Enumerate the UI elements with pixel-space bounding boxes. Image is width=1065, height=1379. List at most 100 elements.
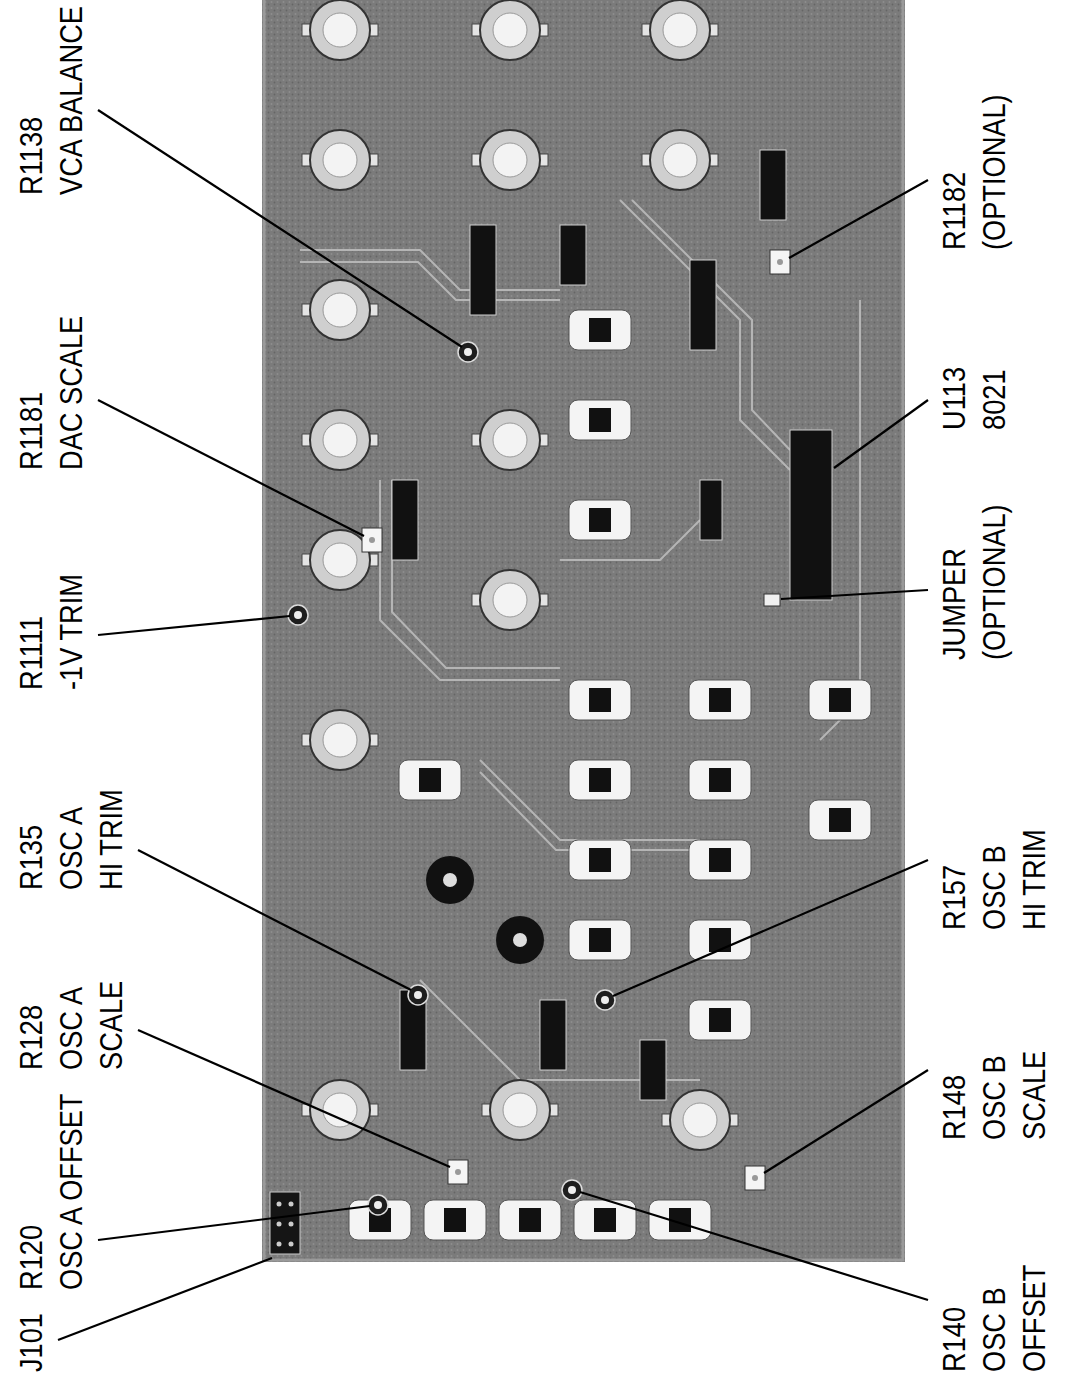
header-connector <box>289 1242 294 1247</box>
callout-label: R120 <box>12 1225 50 1290</box>
header-connector <box>289 1222 294 1227</box>
callout-label: OSC B <box>975 845 1013 930</box>
integrated-circuit <box>700 480 722 540</box>
leader-line <box>58 1258 272 1340</box>
copper-traces <box>392 480 560 668</box>
black-ring <box>426 856 544 964</box>
potentiometer <box>472 130 548 190</box>
trimmer <box>595 990 615 1010</box>
integrated-circuit <box>790 430 832 600</box>
callout-label: SCALE <box>1015 1051 1053 1140</box>
slide-switch <box>569 500 631 540</box>
circuit-board <box>262 0 905 1262</box>
circuit-board <box>262 0 905 1262</box>
callout-label: R1182 <box>935 172 973 250</box>
leader-line <box>580 1192 928 1300</box>
potentiometer <box>302 410 378 470</box>
trimmer <box>448 1160 468 1184</box>
leader-line <box>789 180 928 258</box>
header-connector <box>277 1222 282 1227</box>
trimmer <box>362 528 382 552</box>
slide-switch <box>809 800 871 840</box>
copper-traces <box>620 200 790 470</box>
slide-switch <box>809 680 871 720</box>
callout-label: U113 <box>935 367 973 430</box>
callout-label: HI TRIM <box>92 789 130 890</box>
trimmer <box>408 985 428 1005</box>
integrated-circuit <box>560 225 586 285</box>
potentiometer <box>472 570 548 630</box>
potentiometer <box>302 710 378 770</box>
trimmer <box>288 605 308 625</box>
trimmer <box>764 594 780 606</box>
potentiometer <box>482 1080 558 1140</box>
integrated-circuit <box>470 225 496 315</box>
callout-label: VCA BALANCE <box>52 6 90 195</box>
potentiometer <box>302 130 378 190</box>
potentiometer <box>302 0 738 1150</box>
callout-label: R1181 <box>12 392 50 470</box>
copper-traces <box>380 480 560 680</box>
callout-label: OSC B <box>975 1055 1013 1140</box>
integrated-circuit <box>690 260 716 350</box>
callout-label: R1111 <box>12 616 50 690</box>
potentiometer <box>642 130 718 190</box>
copper-traces <box>632 200 790 450</box>
callout-label: (OPTIONAL) <box>975 504 1013 660</box>
potentiometer <box>662 1090 738 1150</box>
leader-line <box>98 110 462 347</box>
potentiometer <box>472 0 548 60</box>
callout-label: SCALE <box>92 981 130 1070</box>
slide-switch <box>569 840 631 880</box>
slide-switch <box>689 1000 751 1040</box>
callout-label: OSC B <box>975 1287 1013 1372</box>
header-connector <box>289 1202 294 1207</box>
slide-switch <box>689 680 751 720</box>
leader-line <box>613 860 928 996</box>
header-connector <box>277 1242 282 1247</box>
leader-line <box>98 1206 370 1240</box>
potentiometer <box>472 410 548 470</box>
callout-label: HI TRIM <box>1015 829 1053 930</box>
circuit-board <box>264 0 903 1260</box>
callout-label: R148 <box>935 1075 973 1140</box>
integrated-circuit <box>640 1040 666 1100</box>
potentiometer <box>642 0 718 60</box>
integrated-circuit <box>760 150 786 220</box>
callout-label: J101 <box>12 1313 50 1372</box>
leader-line <box>834 400 928 468</box>
integrated-circuit <box>392 150 832 1100</box>
callout-label: R1138 <box>12 117 50 195</box>
trimmer <box>562 1180 582 1200</box>
slide-switch <box>649 1200 711 1240</box>
trimmer <box>770 250 790 274</box>
callout-label: DAC SCALE <box>52 316 90 470</box>
header-connector <box>270 1192 300 1254</box>
callout-label: R140 <box>935 1307 973 1372</box>
callout-label: OSC A <box>52 807 90 890</box>
leader-line <box>58 110 928 1340</box>
leader-line <box>98 400 364 536</box>
trimmer <box>458 342 478 362</box>
leader-line <box>138 1030 450 1167</box>
callout-label: OSC A OFFSET <box>52 1094 90 1290</box>
trimmer <box>745 1166 765 1190</box>
header-connector <box>270 1192 300 1254</box>
slide-switch <box>569 400 631 440</box>
slide-switch <box>424 1200 486 1240</box>
integrated-circuit <box>392 480 418 560</box>
slide-switch <box>689 840 751 880</box>
callout-label: R128 <box>12 1005 50 1070</box>
integrated-circuit <box>540 1000 566 1070</box>
callout-label: 8021 <box>975 369 1013 430</box>
callout-label: OSC A <box>52 987 90 1070</box>
slide-switch <box>569 310 631 350</box>
copper-traces <box>300 200 860 1080</box>
leader-line <box>138 850 411 990</box>
callout-label: OFFSET <box>1015 1265 1053 1372</box>
slide-switch <box>499 1200 561 1240</box>
potentiometer <box>302 0 378 60</box>
callout-label: JUMPER <box>935 548 973 660</box>
slide-switch <box>569 680 631 720</box>
